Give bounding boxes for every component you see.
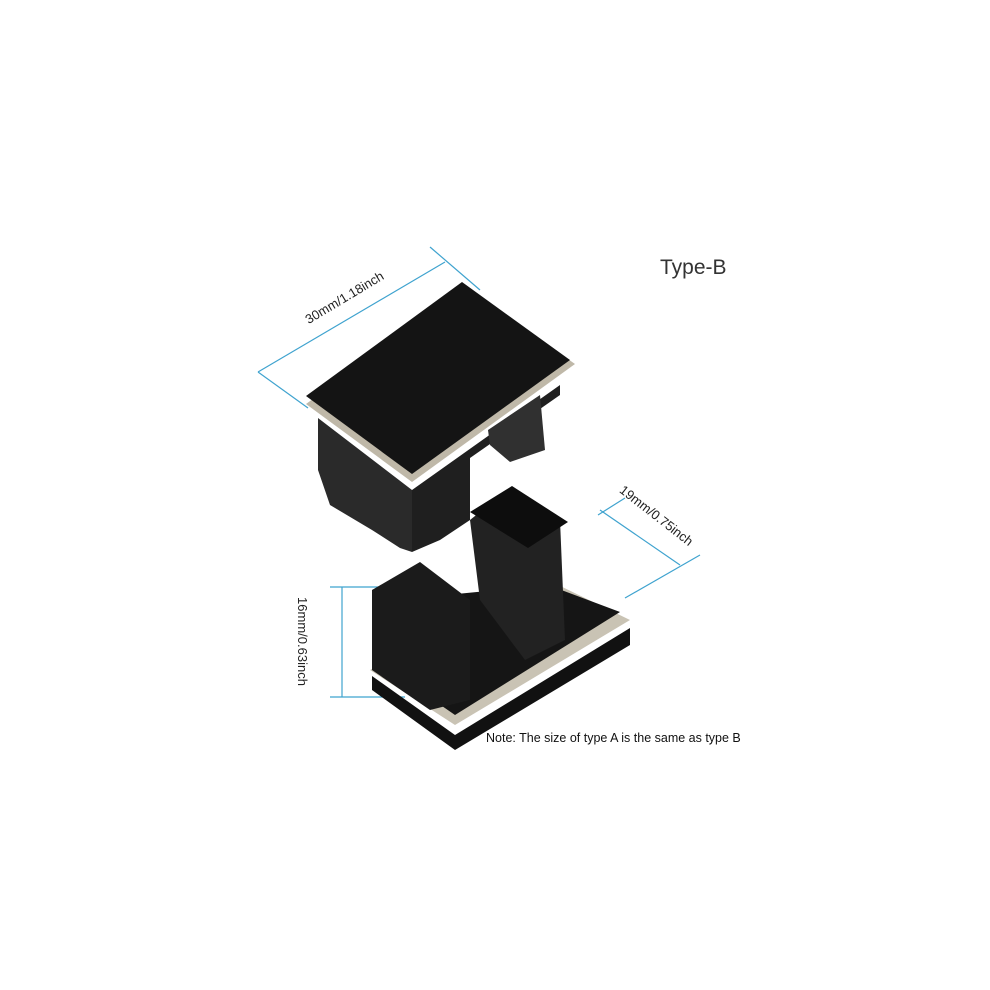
lower-adapter xyxy=(370,486,630,750)
height-dimension-label: 16mm/0.63inch xyxy=(294,597,310,686)
upper-adapter xyxy=(306,282,575,552)
dimension-lines xyxy=(257,246,701,698)
size-note: Note: The size of type A is the same as … xyxy=(486,731,741,745)
variant-label: Type-B xyxy=(660,256,727,279)
